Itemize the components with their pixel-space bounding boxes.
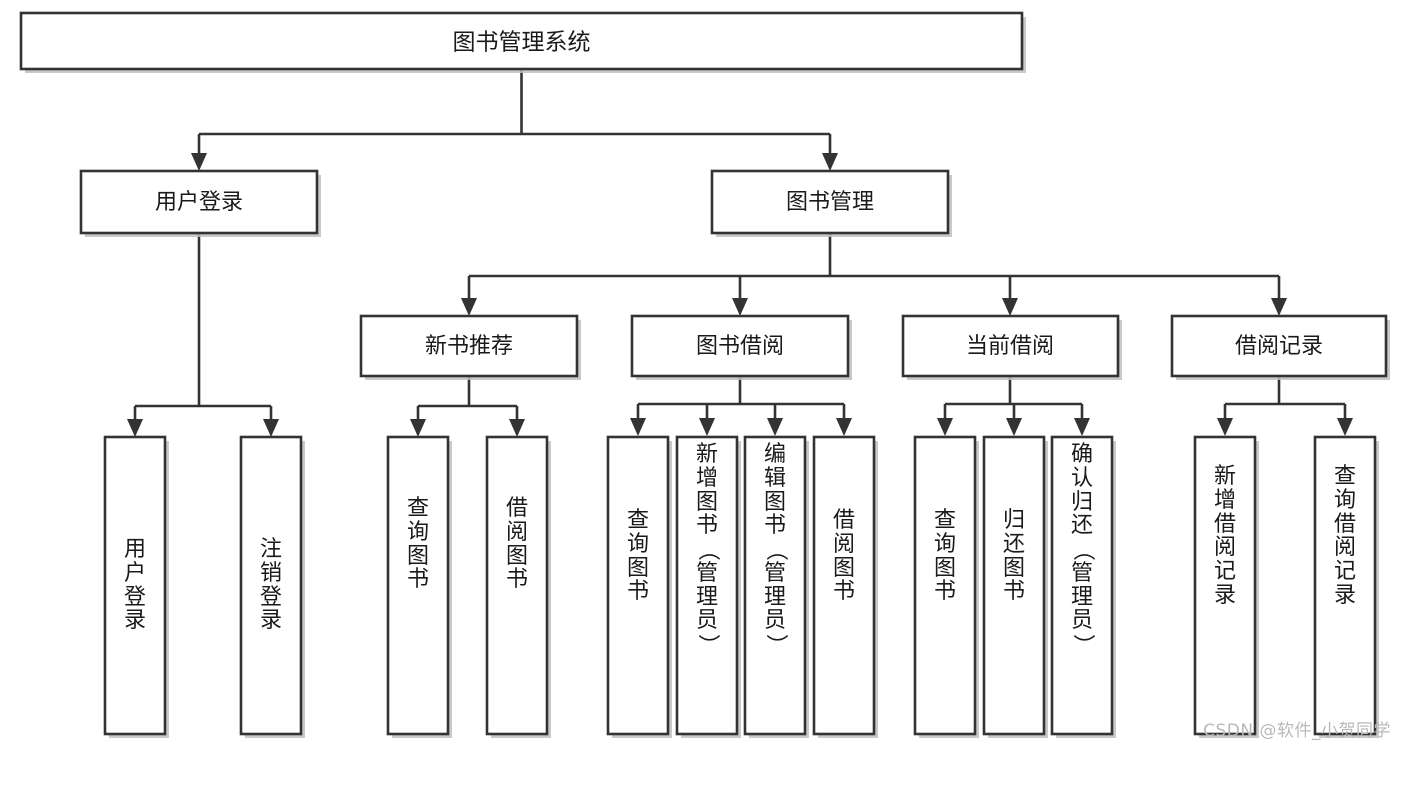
arrow-to-leaf-return-book bbox=[1006, 418, 1022, 436]
node-borrow-record[interactable]: 借阅记录 bbox=[1170, 314, 1390, 380]
arrow-to-current-borrow bbox=[1002, 298, 1018, 316]
arrow-to-leaf-borrow-book-2 bbox=[836, 418, 852, 436]
arrow-to-leaf-user-logout bbox=[263, 419, 279, 437]
node-current-borrow[interactable]: 当前借阅 bbox=[901, 314, 1122, 380]
node-label-book-manage: 图书管理 bbox=[786, 190, 874, 215]
node-label-borrow-record: 借阅记录 bbox=[1235, 334, 1323, 359]
arrow-to-leaf-add-record bbox=[1217, 418, 1233, 436]
connector-group-root bbox=[191, 69, 838, 171]
arrow-to-borrow-record bbox=[1271, 298, 1287, 316]
tree-diagram-svg: 图书管理系统 用户登录 图书管理 新书推荐 图书借阅 当前借阅 bbox=[19, 11, 1390, 738]
arrow-to-leaf-borrow-book-1 bbox=[509, 419, 525, 437]
arrow-to-leaf-user-login bbox=[127, 419, 143, 437]
node-leaf-query-book-2[interactable] bbox=[606, 435, 672, 738]
node-book-manage[interactable]: 图书管理 bbox=[710, 169, 952, 237]
arrow-to-leaf-query-book-1 bbox=[410, 419, 426, 437]
connector-group-new-book-recommend bbox=[410, 376, 525, 437]
node-new-book-recommend[interactable]: 新书推荐 bbox=[359, 314, 581, 380]
arrow-to-leaf-query-book-3 bbox=[937, 418, 953, 436]
node-leaf-add-record[interactable] bbox=[1193, 435, 1259, 738]
arrow-to-book-borrow bbox=[732, 298, 748, 316]
node-leaf-add-book[interactable] bbox=[675, 435, 741, 738]
connector-group-borrow-record bbox=[1217, 376, 1353, 436]
connector-group-current-borrow bbox=[937, 376, 1090, 436]
node-leaf-return-book[interactable] bbox=[982, 435, 1048, 738]
arrow-to-leaf-query-record bbox=[1337, 418, 1353, 436]
node-leaf-query-record[interactable] bbox=[1313, 435, 1379, 738]
csdn-watermark: CSDN @软件_小贺同学 bbox=[1203, 721, 1391, 741]
node-leaf-confirm-return[interactable] bbox=[1050, 435, 1116, 738]
arrow-to-user-login bbox=[191, 153, 207, 171]
node-user-login[interactable]: 用户登录 bbox=[79, 169, 321, 237]
connector-group-book-borrow bbox=[630, 376, 852, 436]
node-label-root: 图书管理系统 bbox=[453, 30, 591, 56]
arrow-to-leaf-query-book-2 bbox=[630, 418, 646, 436]
arrow-to-book-manage bbox=[822, 153, 838, 171]
arrow-to-leaf-add-book bbox=[699, 418, 715, 436]
arrow-to-new-book-recommend bbox=[461, 298, 477, 316]
arrow-to-leaf-confirm-return bbox=[1074, 418, 1090, 436]
arrow-to-leaf-edit-book bbox=[767, 418, 783, 436]
diagram-canvas: 图书管理系统 用户登录 图书管理 新书推荐 图书借阅 当前借阅 bbox=[19, 11, 1391, 741]
node-leaf-query-book-1[interactable] bbox=[386, 435, 452, 738]
node-book-borrow[interactable]: 图书借阅 bbox=[630, 314, 852, 380]
node-leaf-query-book-3[interactable] bbox=[913, 435, 979, 738]
node-leaf-edit-book[interactable] bbox=[743, 435, 809, 738]
node-leaf-borrow-book-2[interactable] bbox=[812, 435, 878, 738]
node-leaf-user-login[interactable] bbox=[103, 435, 169, 738]
node-leaf-borrow-book-1[interactable] bbox=[485, 435, 551, 738]
node-label-new-book-recommend: 新书推荐 bbox=[425, 334, 513, 359]
node-label-user-login: 用户登录 bbox=[155, 190, 243, 215]
node-label-book-borrow: 图书借阅 bbox=[696, 334, 784, 359]
node-root-book-management-system[interactable]: 图书管理系统 bbox=[19, 11, 1026, 73]
connector-group-user-login bbox=[127, 233, 279, 437]
connector-group-book-manage bbox=[461, 233, 1287, 316]
node-label-current-borrow: 当前借阅 bbox=[966, 334, 1054, 359]
node-leaf-user-logout[interactable] bbox=[239, 435, 305, 738]
